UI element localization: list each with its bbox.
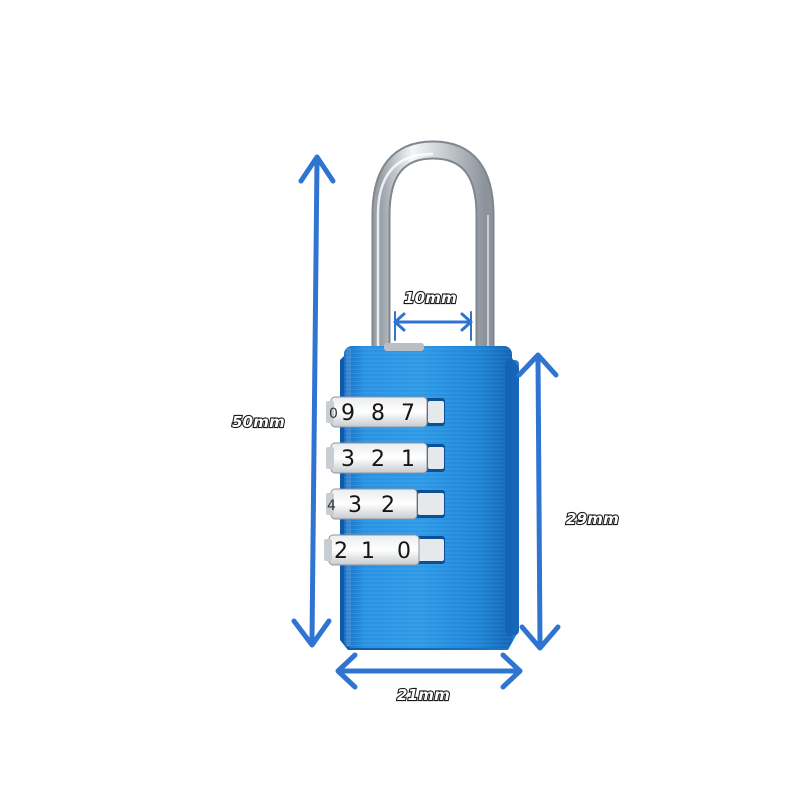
dial-4[interactable]: 2 1 0	[324, 534, 445, 566]
dial-digit: 2	[381, 493, 395, 518]
dial-digit: 8	[371, 401, 385, 426]
overall-height-label: 50mm	[232, 413, 285, 431]
dial-digit: 0	[397, 539, 411, 564]
body-height-label: 29mm	[566, 510, 619, 528]
dial-digit: 9	[341, 401, 355, 426]
dial-digit: 2	[371, 447, 385, 472]
dimension-arrows	[291, 154, 561, 690]
dial-digit: 3	[348, 493, 362, 518]
body-width-label: 21mm	[397, 686, 450, 704]
shackle	[371, 140, 495, 352]
dial-digit: 7	[401, 401, 415, 426]
body-height-arrow	[516, 352, 561, 651]
dial-3[interactable]: 4 3 2	[326, 488, 445, 520]
dial-digit: 1	[401, 447, 415, 472]
dial-digit: 3	[341, 447, 355, 472]
shackle-width-arrow	[393, 311, 473, 341]
shackle-width-label: 10mm	[404, 289, 457, 307]
dial-1[interactable]: 0 9 8 7	[326, 396, 445, 428]
overall-height-arrow	[291, 154, 336, 648]
dial-edge-digit: 4	[327, 498, 336, 514]
body-width-arrow	[335, 652, 523, 690]
dial-2[interactable]: 3 2 1	[326, 442, 445, 474]
dial-digit: 1	[361, 539, 375, 564]
dial-edge-digit: 0	[329, 406, 338, 422]
dial-digit: 2	[334, 539, 348, 564]
